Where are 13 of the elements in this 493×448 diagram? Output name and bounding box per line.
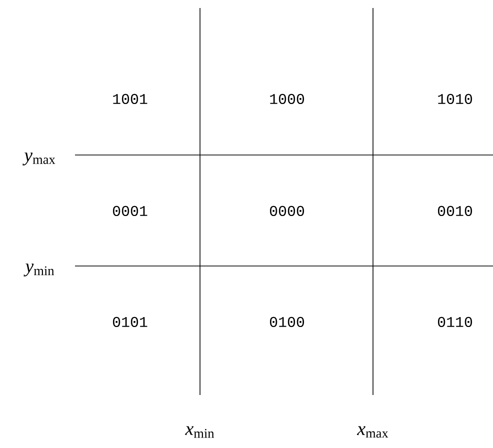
region-code: 0110 <box>438 316 472 328</box>
region-code: 1000 <box>270 94 304 104</box>
axis-label: y$_{min}$ <box>24 264 54 276</box>
axis-label: y$_{max}$ <box>22 152 56 166</box>
axis-label: x$_{min}$ <box>185 426 214 438</box>
region-code: 0010 <box>438 206 472 216</box>
axis-label: x$_{max}$ <box>356 426 388 438</box>
region-code: 1001 <box>113 94 148 104</box>
region-code: 0101 <box>112 316 148 328</box>
region-code: 0100 <box>270 316 304 328</box>
region-code: 0000 <box>270 206 304 216</box>
region-code: 1010 <box>438 94 472 104</box>
region-code: 0001 <box>112 206 148 216</box>
